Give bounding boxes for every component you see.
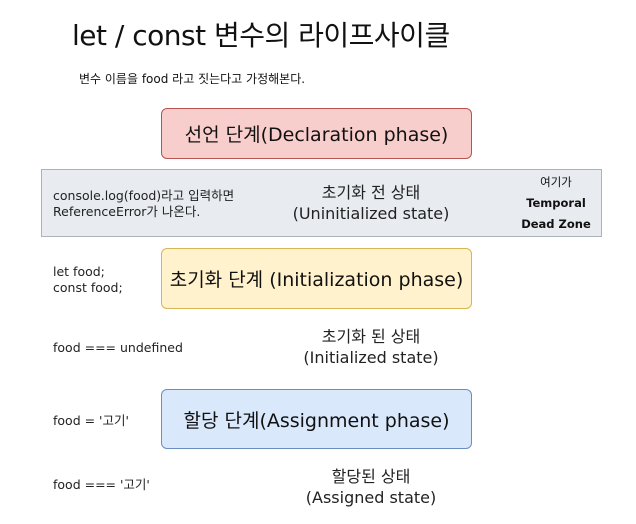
assignment-phase-label: 할당 단계(Assignment phase)	[183, 409, 450, 432]
tdz-label-line1: 여기가	[540, 175, 572, 189]
assigned-state-line2: (Assigned state)	[305, 488, 437, 507]
tdz-label-line2: Temporal	[526, 196, 586, 210]
initialization-phase-box: 초기화 단계 (Initialization phase)	[161, 248, 472, 309]
uninitialized-state: 초기화 전 상태 (Uninitialized state)	[271, 182, 471, 224]
assignment-phase-box: 할당 단계(Assignment phase)	[161, 389, 472, 449]
initialized-state-line1: 초기화 된 상태	[321, 327, 421, 346]
tdz-note-line1: console.log(food)라고 입력하면	[53, 188, 235, 203]
declare-code-line2: const food;	[53, 280, 123, 295]
assigned-state-line1: 할당된 상태	[331, 467, 411, 486]
page-title: let / const 변수의 라이프사이클	[72, 19, 450, 52]
temporal-dead-zone-box	[41, 169, 602, 237]
subtitle: 변수 이름을 food 라고 짓는다고 가정해본다.	[79, 72, 306, 86]
initialization-phase-label: 초기화 단계 (Initialization phase)	[169, 269, 464, 291]
declare-code-line1: let food;	[53, 264, 105, 279]
initialized-state-line2: (Initialized state)	[303, 348, 439, 367]
declare-code: let food; const food;	[53, 264, 123, 296]
assign-code: food = '고기'	[53, 413, 129, 428]
assigned-state: 할당된 상태 (Assigned state)	[271, 466, 471, 508]
tdz-label-line3: Dead Zone	[521, 217, 591, 231]
declaration-phase-label: 선언 단계(Declaration phase)	[184, 124, 449, 146]
assigned-check-code: food === '고기'	[53, 477, 150, 492]
declaration-phase-box: 선언 단계(Declaration phase)	[161, 108, 472, 159]
uninitialized-state-line1: 초기화 전 상태	[321, 183, 421, 202]
tdz-note-line2: ReferenceError가 나온다.	[53, 204, 201, 219]
tdz-label: 여기가 Temporal Dead Zone	[515, 172, 597, 235]
undefined-check-code: food === undefined	[53, 340, 183, 355]
initialized-state: 초기화 된 상태 (Initialized state)	[271, 326, 471, 368]
uninitialized-state-line2: (Uninitialized state)	[292, 204, 450, 223]
tdz-note: console.log(food)라고 입력하면 ReferenceError가…	[53, 188, 234, 220]
